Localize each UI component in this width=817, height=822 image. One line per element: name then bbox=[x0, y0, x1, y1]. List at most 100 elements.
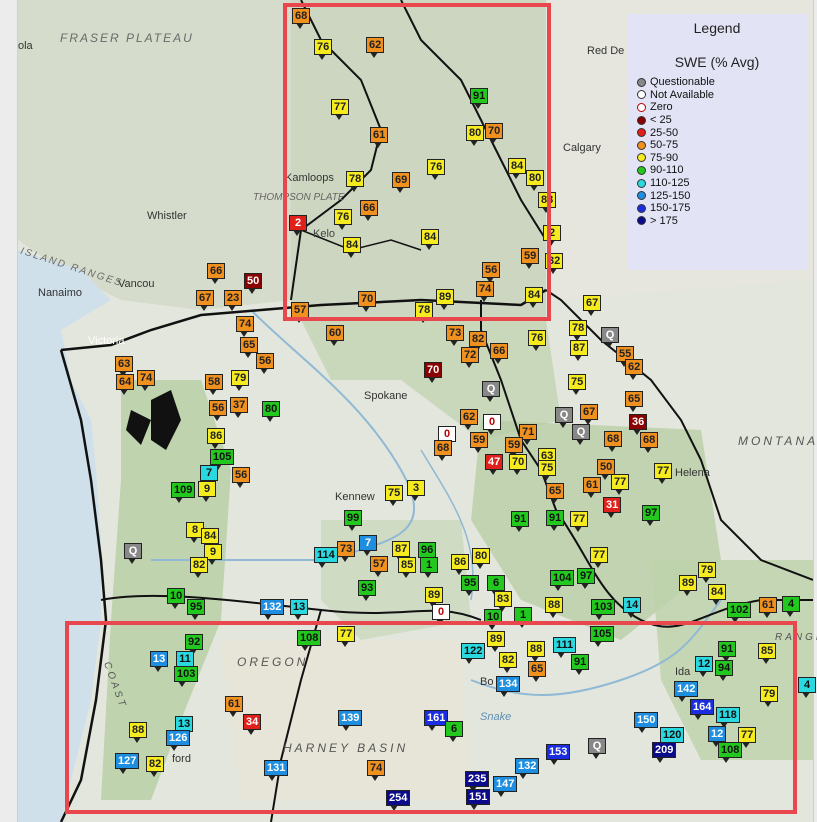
site-marker[interactable]: 13 bbox=[150, 651, 169, 672]
site-marker[interactable]: 66 bbox=[360, 200, 379, 221]
site-marker[interactable]: 104 bbox=[550, 570, 575, 591]
site-marker[interactable]: 127 bbox=[115, 753, 140, 774]
site-marker[interactable]: 84 bbox=[343, 237, 362, 258]
site-marker[interactable]: Q bbox=[482, 381, 500, 402]
site-marker[interactable]: 36 bbox=[629, 414, 648, 435]
site-marker[interactable]: 97 bbox=[577, 568, 596, 589]
site-marker[interactable]: 65 bbox=[240, 337, 259, 358]
site-marker[interactable]: 91 bbox=[511, 511, 530, 532]
site-marker[interactable]: 59 bbox=[521, 248, 540, 269]
site-marker[interactable]: 88 bbox=[129, 722, 148, 743]
site-marker[interactable]: 73 bbox=[446, 325, 465, 346]
site-marker[interactable]: 4 bbox=[782, 596, 800, 617]
site-marker[interactable]: 72 bbox=[461, 347, 480, 368]
site-marker[interactable]: 102 bbox=[727, 602, 752, 623]
site-marker[interactable]: 132 bbox=[515, 758, 540, 779]
site-marker[interactable]: 7 bbox=[359, 535, 377, 556]
site-marker[interactable]: 13 bbox=[290, 599, 309, 620]
site-marker[interactable]: 68 bbox=[434, 440, 453, 461]
site-marker[interactable]: 78 bbox=[569, 320, 588, 341]
site-marker[interactable]: 74 bbox=[236, 316, 255, 337]
site-marker[interactable]: 75 bbox=[385, 485, 404, 506]
site-marker[interactable]: 80 bbox=[526, 170, 545, 191]
site-marker[interactable]: 59 bbox=[470, 432, 489, 453]
site-marker[interactable]: 67 bbox=[583, 295, 602, 316]
site-marker[interactable]: 80 bbox=[466, 125, 485, 146]
site-marker[interactable]: 111 bbox=[553, 637, 577, 658]
site-marker[interactable]: 76 bbox=[334, 209, 353, 230]
site-marker[interactable]: 70 bbox=[424, 362, 443, 383]
site-marker[interactable]: 2 bbox=[289, 215, 307, 236]
site-marker[interactable]: 88 bbox=[527, 641, 546, 662]
site-marker[interactable]: 120 bbox=[660, 727, 685, 748]
site-marker[interactable]: 57 bbox=[291, 302, 310, 323]
site-marker[interactable]: Q bbox=[572, 424, 590, 445]
site-marker[interactable]: 99 bbox=[344, 510, 363, 531]
site-marker[interactable]: 60 bbox=[326, 325, 345, 346]
site-marker[interactable]: 118 bbox=[716, 707, 740, 728]
site-marker[interactable]: 66 bbox=[207, 263, 226, 284]
site-marker[interactable]: 12 bbox=[708, 726, 727, 747]
site-marker[interactable]: 89 bbox=[679, 575, 698, 596]
site-marker[interactable]: 122 bbox=[461, 643, 486, 664]
site-marker[interactable]: 67 bbox=[580, 404, 599, 425]
site-marker[interactable]: 76 bbox=[314, 39, 333, 60]
site-marker[interactable]: 91 bbox=[571, 654, 590, 675]
site-marker[interactable]: 74 bbox=[137, 370, 156, 391]
site-marker[interactable]: 65 bbox=[528, 661, 547, 682]
site-marker[interactable]: 61 bbox=[583, 477, 602, 498]
site-marker[interactable]: 87 bbox=[392, 541, 411, 562]
site-marker[interactable]: 95 bbox=[187, 599, 206, 620]
site-marker[interactable]: 56 bbox=[482, 262, 501, 283]
site-marker[interactable]: 132 bbox=[260, 599, 285, 620]
site-marker[interactable]: 1 bbox=[420, 557, 438, 578]
site-marker[interactable]: 89 bbox=[487, 631, 506, 652]
site-marker[interactable]: 153 bbox=[546, 744, 571, 765]
site-marker[interactable]: 10 bbox=[484, 609, 503, 630]
site-marker[interactable]: 86 bbox=[451, 554, 470, 575]
site-marker[interactable]: 80 bbox=[472, 548, 491, 569]
site-marker[interactable]: 11 bbox=[176, 651, 194, 672]
site-marker[interactable]: 82 bbox=[499, 652, 518, 673]
site-marker[interactable]: 89 bbox=[425, 587, 444, 608]
site-marker[interactable]: 62 bbox=[460, 409, 479, 430]
site-marker[interactable]: 62 bbox=[366, 37, 385, 58]
site-marker[interactable]: 14 bbox=[623, 597, 642, 618]
site-marker[interactable]: 70 bbox=[509, 454, 528, 475]
site-marker[interactable]: 68 bbox=[292, 8, 311, 29]
site-marker[interactable]: 55 bbox=[616, 346, 635, 367]
site-marker[interactable]: 67 bbox=[196, 290, 215, 311]
site-marker[interactable]: 164 bbox=[690, 699, 715, 720]
site-marker[interactable]: 79 bbox=[760, 686, 779, 707]
site-marker[interactable]: 91 bbox=[546, 510, 565, 531]
site-marker[interactable]: 57 bbox=[370, 556, 389, 577]
site-marker[interactable]: 50 bbox=[597, 459, 616, 480]
site-marker[interactable]: 58 bbox=[205, 374, 224, 395]
site-marker[interactable]: 4 bbox=[798, 677, 816, 698]
site-marker[interactable]: 103 bbox=[174, 666, 199, 687]
site-marker[interactable]: 66 bbox=[490, 343, 509, 364]
site-marker[interactable]: 85 bbox=[758, 643, 777, 664]
site-marker[interactable]: 47 bbox=[485, 454, 504, 475]
site-marker[interactable]: 92 bbox=[185, 634, 204, 655]
site-marker[interactable]: 68 bbox=[604, 431, 623, 452]
site-marker[interactable]: 142 bbox=[674, 681, 699, 702]
site-marker[interactable]: 131 bbox=[264, 760, 289, 781]
site-marker[interactable]: 61 bbox=[225, 696, 244, 717]
site-marker[interactable]: 56 bbox=[256, 353, 275, 374]
site-marker[interactable]: 82 bbox=[469, 331, 488, 352]
site-marker[interactable]: 82 bbox=[190, 557, 209, 578]
site-marker[interactable]: 105 bbox=[590, 626, 615, 647]
site-marker[interactable]: 139 bbox=[338, 710, 363, 731]
site-marker[interactable]: 32 bbox=[545, 253, 564, 274]
site-marker[interactable]: 63 bbox=[115, 356, 134, 377]
site-marker[interactable]: 94 bbox=[715, 660, 734, 681]
site-marker[interactable]: 85 bbox=[398, 557, 417, 578]
site-marker[interactable]: 77 bbox=[738, 727, 757, 748]
site-marker[interactable]: Q bbox=[601, 327, 619, 348]
site-marker[interactable]: 95 bbox=[461, 575, 480, 596]
site-marker[interactable]: 56 bbox=[209, 400, 228, 421]
site-marker[interactable]: 78 bbox=[346, 171, 365, 192]
site-marker[interactable]: 75 bbox=[568, 374, 587, 395]
site-marker[interactable]: 23 bbox=[224, 290, 243, 311]
